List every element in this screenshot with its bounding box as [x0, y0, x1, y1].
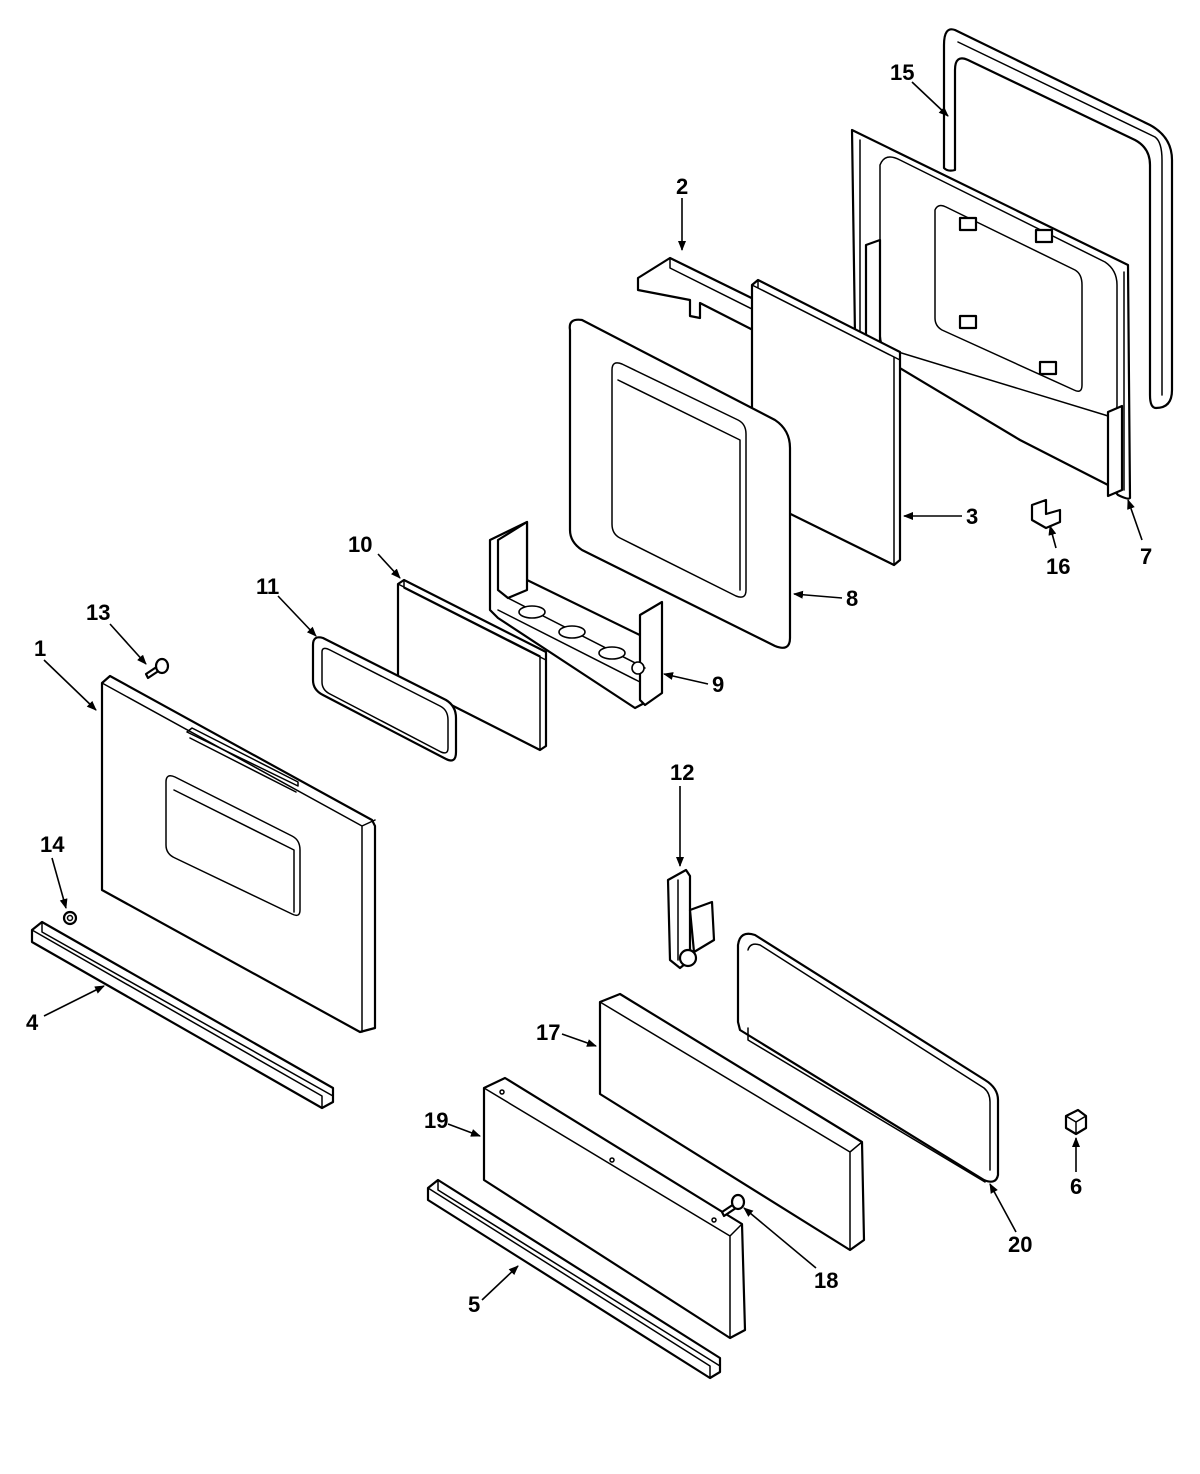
part-20-drawer-liner	[736, 932, 1000, 1183]
callout-10: 10	[348, 532, 372, 557]
part-9-glass-bracket	[488, 520, 664, 710]
callout-15: 15	[890, 60, 914, 85]
leader-16	[1048, 525, 1057, 549]
callout-6: 6	[1070, 1174, 1082, 1199]
part-16-clip	[1030, 498, 1062, 530]
leader-4	[43, 985, 105, 1017]
part-5-drawer-trim	[426, 1178, 722, 1380]
leader-13	[109, 623, 147, 665]
callout-9: 9	[712, 672, 724, 697]
callout-11: 11	[256, 574, 279, 599]
part-4-door-trim	[30, 920, 335, 1110]
callout-4: 4	[26, 1010, 39, 1035]
callout-18: 18	[814, 1268, 838, 1293]
part-14-fastener	[62, 910, 78, 926]
leader-9	[663, 672, 709, 685]
callout-14: 14	[40, 832, 65, 857]
callout-20: 20	[1008, 1232, 1032, 1257]
part-11-glass-gasket	[311, 636, 458, 762]
part-18-screw	[720, 1193, 746, 1218]
leader-5	[481, 1265, 519, 1301]
leader-lines	[43, 81, 1143, 1301]
leader-18	[743, 1207, 817, 1269]
callout-19: 19	[424, 1108, 448, 1133]
leader-17	[561, 1033, 597, 1047]
part-19-drawer-front	[482, 1076, 747, 1340]
callout-13: 13	[86, 600, 110, 625]
leader-20	[989, 1183, 1017, 1233]
part-13-screw	[144, 657, 170, 680]
callout-3: 3	[966, 504, 978, 529]
part-1-outer-door-panel	[100, 674, 377, 1034]
callout-2: 2	[676, 174, 688, 199]
leader-7	[1127, 499, 1143, 541]
callout-7: 7	[1140, 544, 1152, 569]
part-8-glass-frame	[568, 318, 792, 649]
part-12-hinge	[666, 868, 716, 970]
part-6-clip	[1064, 1108, 1088, 1136]
callout-8: 8	[846, 586, 858, 611]
leader-15	[911, 81, 949, 117]
leader-11	[277, 595, 317, 637]
callout-17: 17	[536, 1020, 560, 1045]
callout-5: 5	[468, 1292, 480, 1317]
leader-8	[793, 590, 843, 599]
part-15-door-gasket	[942, 28, 1174, 410]
part-17-drawer-panel	[598, 992, 866, 1252]
callout-12: 12	[670, 760, 694, 785]
leader-14	[51, 857, 68, 909]
callout-1: 1	[34, 636, 46, 661]
leader-19	[447, 1123, 481, 1137]
leader-10	[377, 553, 401, 579]
callout-labels: 15 2 3 7 16 8 9 10 11 13 1 14 4 12 17 19…	[26, 60, 1152, 1317]
leader-1	[43, 659, 97, 711]
callout-16: 16	[1046, 554, 1070, 579]
